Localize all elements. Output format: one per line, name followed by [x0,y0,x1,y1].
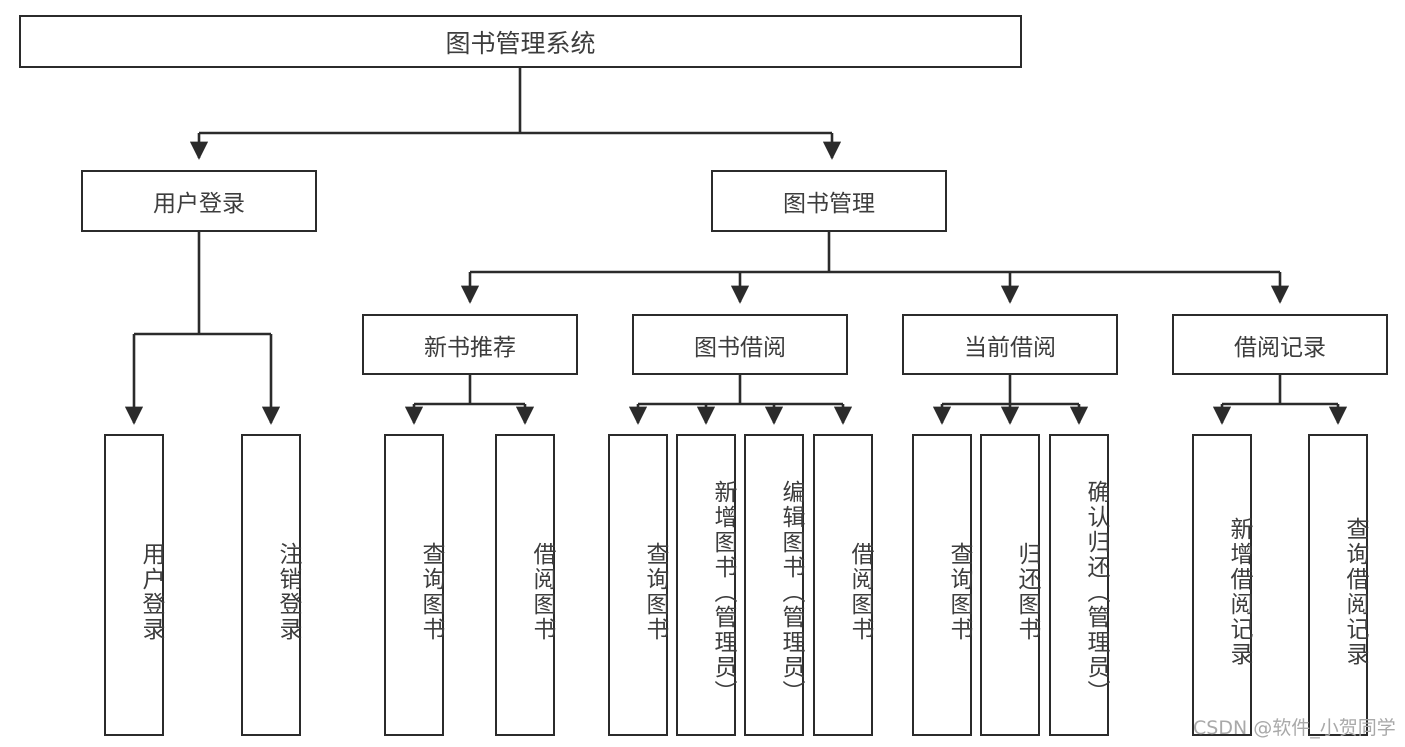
node-user-login[interactable]: 用户登录 [81,170,317,232]
node-leaf-query-borrow-record[interactable]: 查询借阅记录 [1308,434,1368,736]
node-leaf-add-borrow-record[interactable]: 新增借阅记录 [1192,434,1252,736]
node-label: 新书推荐 [424,334,516,361]
node-label: 归还图书 [1014,542,1040,642]
node-label: 当前借阅 [964,334,1056,361]
node-label: 图书借阅 [694,334,786,361]
node-label: 新增图书（管理员） [710,479,736,705]
node-leaf-user-login[interactable]: 用户登录 [104,434,164,736]
node-label: 查询图书 [418,542,444,642]
node-book-borrow[interactable]: 图书借阅 [632,314,848,375]
node-label: 注销登录 [275,542,301,642]
node-label: 用户登录 [153,191,245,217]
node-leaf-query-book-borrow[interactable]: 查询图书 [608,434,668,736]
node-label: 新增借阅记录 [1226,517,1252,667]
node-current-borrow[interactable]: 当前借阅 [902,314,1118,375]
node-label: 图书管理 [783,191,875,217]
watermark: CSDN @软件_小贺同学 [1193,717,1396,739]
node-borrow-record[interactable]: 借阅记录 [1172,314,1388,375]
node-leaf-return-book[interactable]: 归还图书 [980,434,1040,736]
node-book-management[interactable]: 图书管理 [711,170,947,232]
node-label: 查询借阅记录 [1342,517,1368,667]
node-leaf-confirm-return[interactable]: 确认归还（管理员） [1049,434,1109,736]
node-label: 借阅图书 [529,542,555,642]
node-leaf-user-logout[interactable]: 注销登录 [241,434,301,736]
node-label: 借阅图书 [847,542,873,642]
node-label: 查询图书 [946,542,972,642]
node-leaf-borrow-book[interactable]: 借阅图书 [813,434,873,736]
node-leaf-query-book-current[interactable]: 查询图书 [912,434,972,736]
node-leaf-borrow-book-recommend[interactable]: 借阅图书 [495,434,555,736]
node-leaf-query-book-recommend[interactable]: 查询图书 [384,434,444,736]
node-label: 编辑图书（管理员） [778,479,804,705]
node-label: 确认归还（管理员） [1083,479,1109,705]
node-label: 借阅记录 [1234,334,1326,361]
node-leaf-add-book[interactable]: 新增图书（管理员） [676,434,736,736]
node-new-book-recommend[interactable]: 新书推荐 [362,314,578,375]
node-label: 用户登录 [138,542,164,642]
node-book-management-system[interactable]: 图书管理系统 [19,15,1022,68]
node-label: 图书管理系统 [445,28,596,58]
node-label: 查询图书 [642,542,668,642]
node-leaf-edit-book[interactable]: 编辑图书（管理员） [744,434,804,736]
